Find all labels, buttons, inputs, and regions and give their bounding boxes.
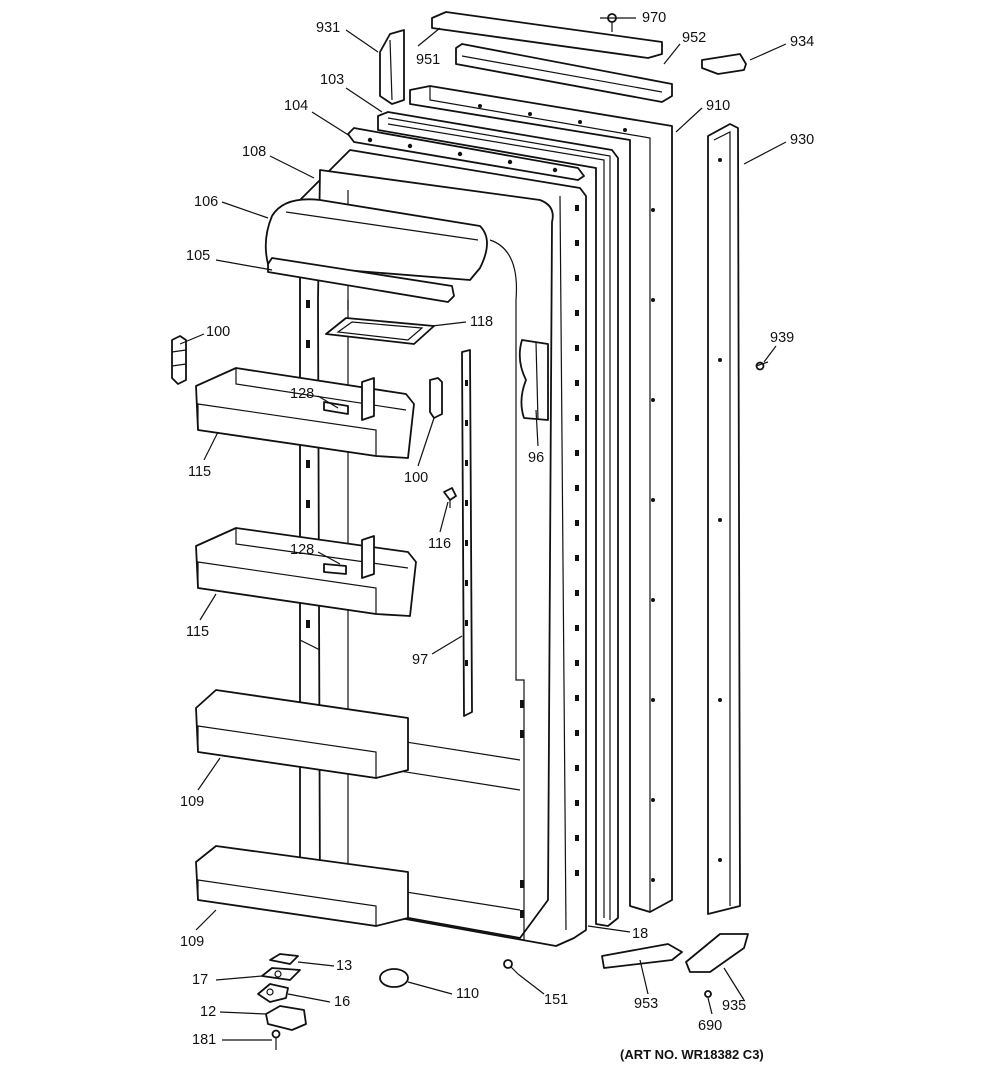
callout-128-lower: 128 [290, 542, 314, 558]
outer-door-panel [409, 85, 673, 913]
callout-115-lower: 115 [186, 624, 209, 640]
callout-105: 105 [186, 248, 210, 264]
trim-strip [379, 29, 405, 105]
callout-109-upper: 109 [180, 794, 204, 810]
callout-108: 108 [242, 144, 266, 160]
hinge-bushing-17 [261, 967, 301, 981]
art-number: (ART NO. WR18382 C3) [620, 1047, 764, 1062]
hinge-cover [701, 53, 747, 75]
screw-970-icon [607, 13, 617, 32]
callout-97: 97 [412, 652, 428, 668]
screw-181-icon [271, 1029, 281, 1050]
door-frame [347, 127, 585, 181]
callout-970: 970 [642, 10, 666, 26]
door-shelf-bin-upper [195, 689, 409, 779]
callout-118: 118 [470, 314, 493, 330]
callout-952: 952 [682, 30, 706, 46]
callout-939: 939 [770, 330, 794, 346]
callout-17: 17 [192, 972, 208, 988]
callout-13: 13 [336, 958, 352, 974]
door-heater [518, 339, 549, 421]
leader-lines [179, 17, 787, 1041]
callout-953: 953 [634, 996, 658, 1012]
bottom-hinge-cover-935 [685, 933, 749, 973]
callout-690: 690 [698, 1018, 722, 1034]
callout-103: 103 [320, 72, 344, 88]
callout-910: 910 [706, 98, 730, 114]
shelf-bracket-center [429, 377, 443, 419]
callout-931: 931 [316, 20, 340, 36]
callout-115-upper: 115 [188, 464, 211, 480]
callout-181: 181 [192, 1032, 216, 1048]
dairy-door-rail [267, 257, 455, 303]
callout-151: 151 [544, 992, 568, 1008]
top-trim-cap [431, 11, 663, 59]
callout-951: 951 [416, 52, 440, 68]
door-bin-lower [195, 527, 417, 617]
callout-109-lower: 109 [180, 934, 204, 950]
door-shelf-bin-lower [195, 845, 409, 927]
door-bin-upper [195, 367, 415, 459]
callout-116: 116 [428, 536, 451, 552]
top-cap-assembly [455, 43, 673, 103]
callout-110: 110 [456, 986, 479, 1002]
callout-935: 935 [722, 998, 746, 1014]
shelf-bracket-left [171, 335, 187, 385]
callout-100-upper: 100 [206, 324, 230, 340]
callout-104: 104 [284, 98, 308, 114]
hinge-cam-16 [257, 983, 289, 1003]
callout-106: 106 [194, 194, 218, 210]
callout-930: 930 [790, 132, 814, 148]
callout-96: 96 [528, 450, 544, 466]
callout-100-lower: 100 [404, 470, 428, 486]
callout-labels: 931 970 951 952 934 103 910 104 930 108 … [180, 10, 814, 1062]
screw-939-icon [755, 361, 769, 371]
bottom-trim-953 [601, 943, 683, 969]
screw-151-icon [503, 959, 519, 975]
plug-110 [379, 968, 409, 988]
screw-690-icon [704, 990, 712, 998]
dairy-tray [325, 317, 435, 345]
hinge-bracket-12 [265, 1005, 307, 1031]
hinge-shim-13 [269, 953, 299, 965]
door-gasket [377, 111, 619, 927]
clip-116-icon [443, 487, 457, 508]
callout-12: 12 [200, 1004, 216, 1020]
door-handle [707, 123, 741, 915]
callout-128-upper: 128 [290, 386, 314, 402]
shelf-support-rail [461, 349, 473, 717]
callout-18: 18 [632, 926, 648, 942]
callout-16: 16 [334, 994, 350, 1010]
dairy-compartment-door [264, 198, 488, 281]
callout-934: 934 [790, 34, 814, 50]
